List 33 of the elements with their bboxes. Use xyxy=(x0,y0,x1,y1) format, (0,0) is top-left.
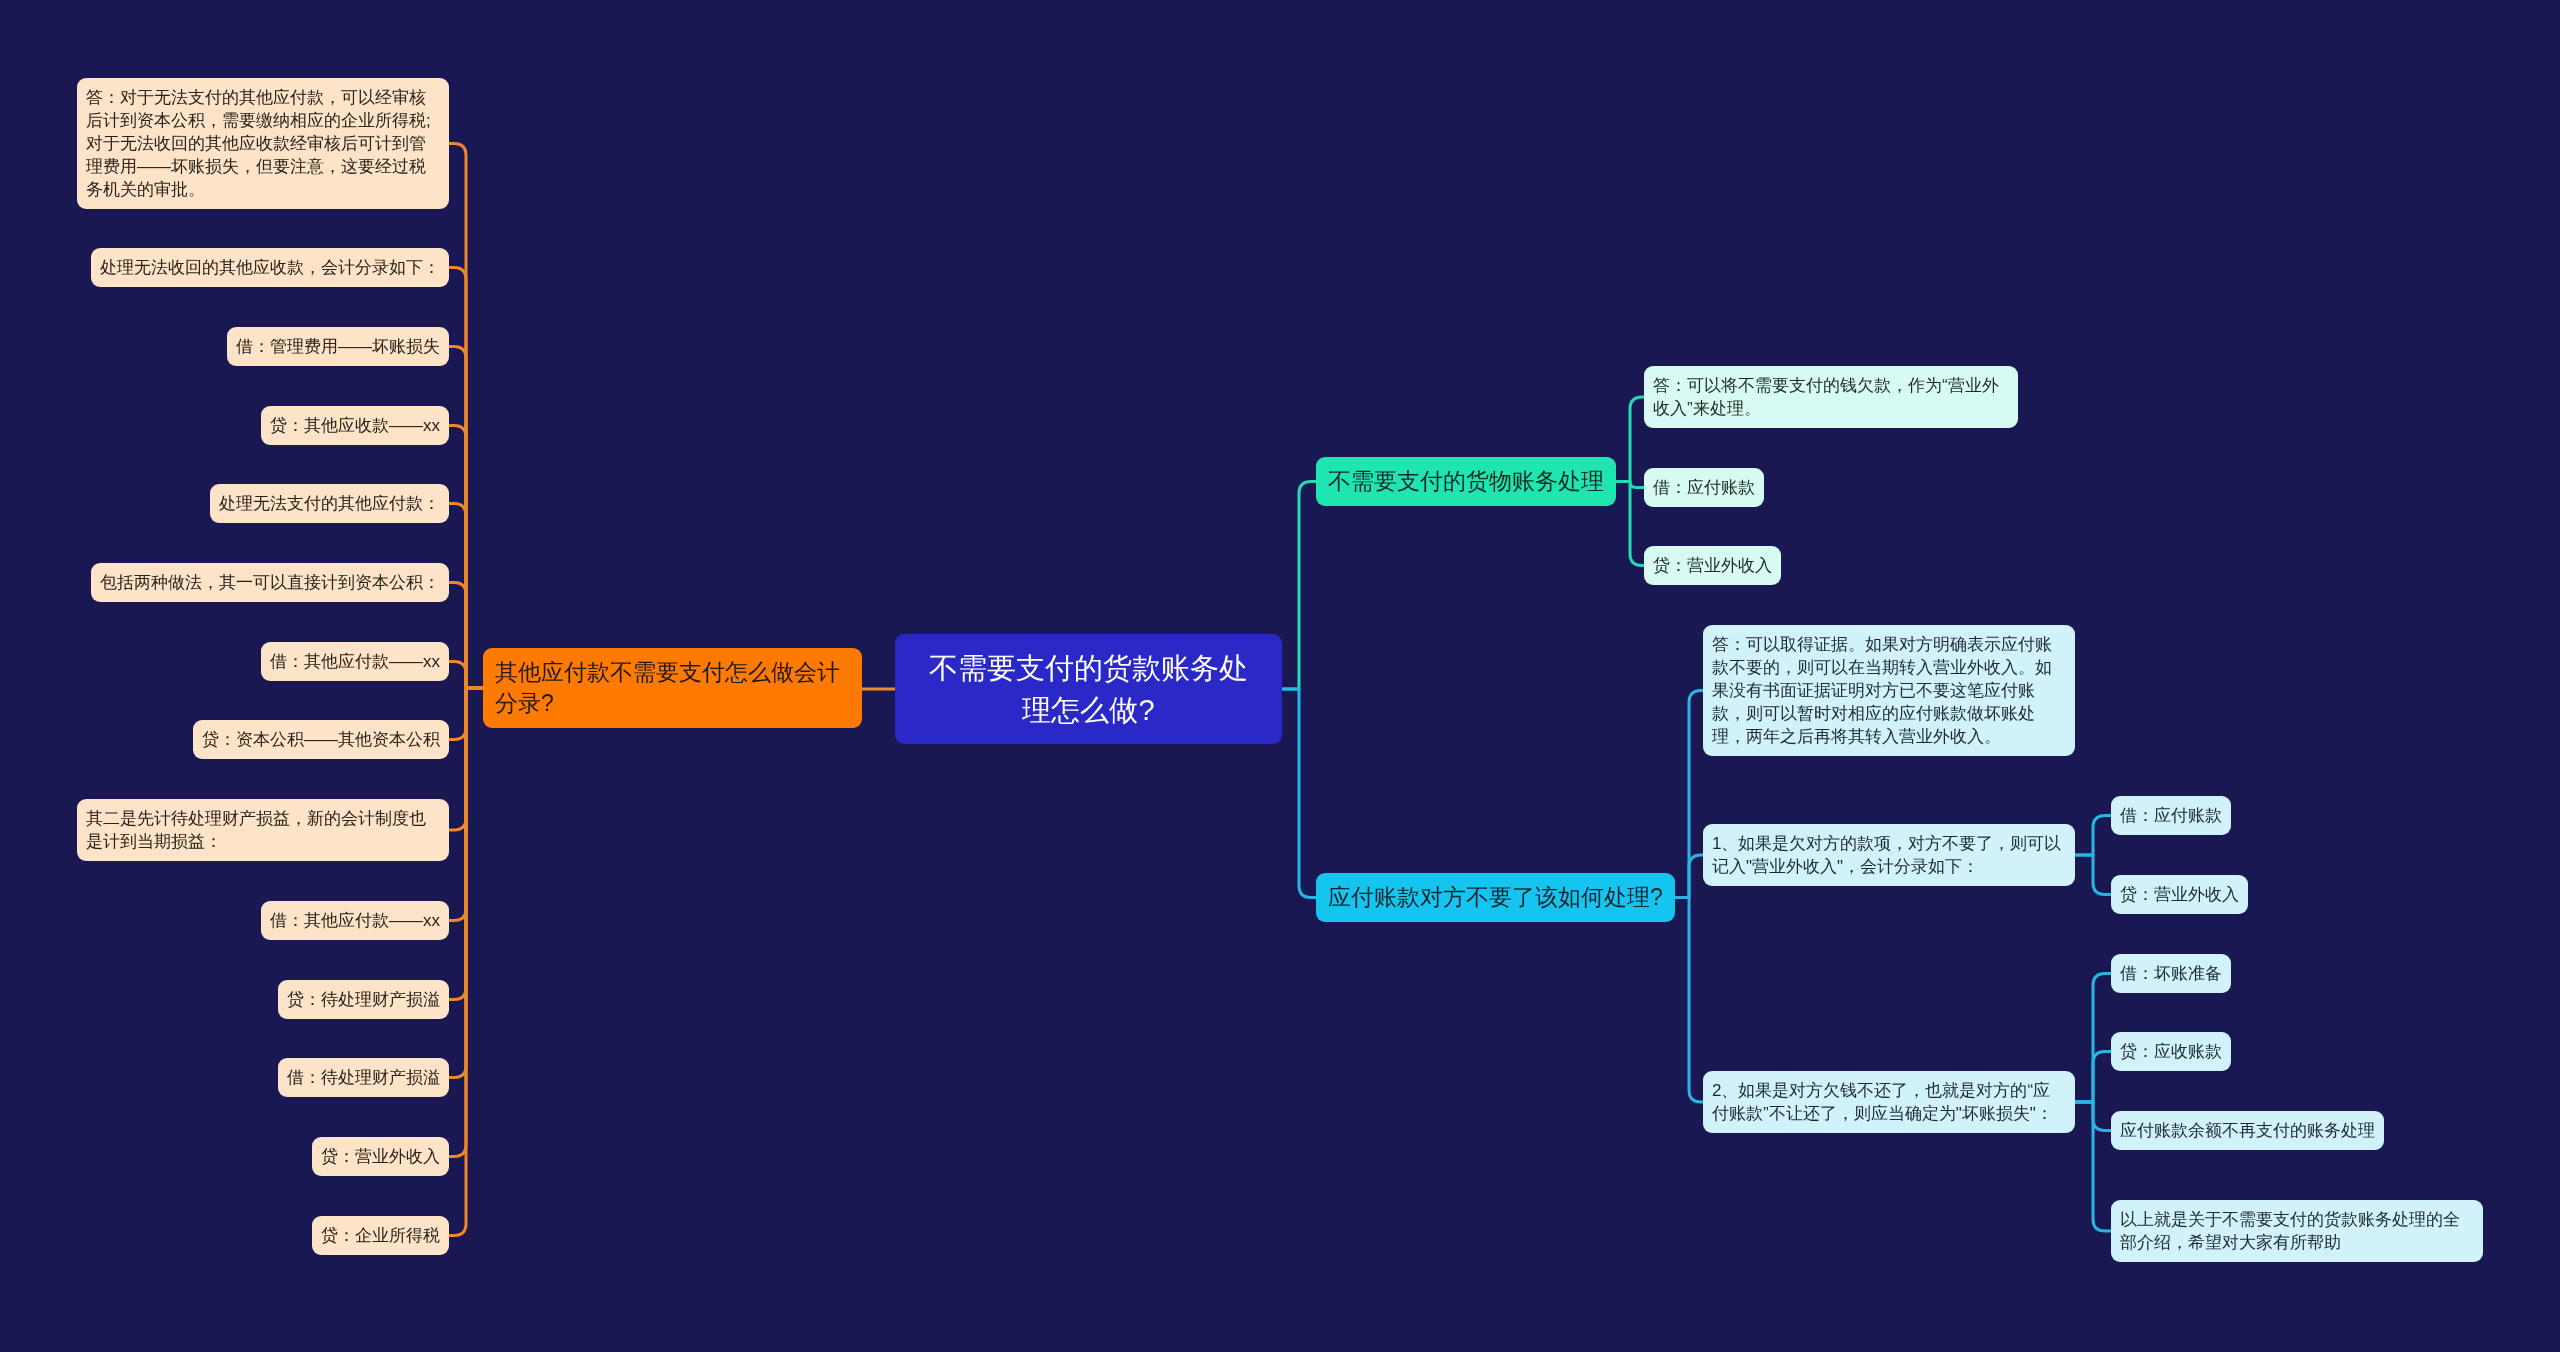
note-box: 贷：营业外收入 xyxy=(312,1137,449,1176)
note-box: 贷：待处理财产损溢 xyxy=(278,980,449,1019)
note-box: 应付账款余额不再支付的账务处理 xyxy=(2111,1111,2384,1150)
note-box: 以上就是关于不需要支付的货款账务处理的全部介绍，希望对大家有所帮助 xyxy=(2111,1200,2483,1262)
note-box: 答：可以将不需要支付的钱欠款，作为“营业外收入”来处理。 xyxy=(1644,366,2018,428)
note-box: 借：其他应付款——xx xyxy=(261,642,449,681)
note-box: 借：应付账款 xyxy=(2111,796,2231,835)
branch-topic-box: 应付账款对方不要了该如何处理? xyxy=(1316,873,1675,922)
branch-topic-box: 不需要支付的货物账务处理 xyxy=(1316,457,1616,506)
note-box: 1、如果是欠对方的款项，对方不要了，则可以记入"营业外收入"，会计分录如下： xyxy=(1703,824,2075,886)
central-topic-box: 不需要支付的货款账务处理怎么做? xyxy=(895,634,1282,744)
note-box: 其二是先计待处理财产损益，新的会计制度也是计到当期损益： xyxy=(77,799,449,861)
note-box: 处理无法支付的其他应付款： xyxy=(210,484,449,523)
note-box: 贷：应收账款 xyxy=(2111,1032,2231,1071)
note-box: 贷：营业外收入 xyxy=(2111,875,2248,914)
note-box: 贷：营业外收入 xyxy=(1644,546,1781,585)
note-box: 包括两种做法，其一可以直接计到资本公积： xyxy=(91,563,449,602)
connector-line xyxy=(2075,1100,2111,1233)
branch-topic-box: 其他应付款不需要支付怎么做会计分录? xyxy=(483,648,862,728)
note-box: 2、如果是对方欠钱不还了，也就是对方的“应付账款”不让还了，则应当确定为"坏账损失"： xyxy=(1703,1071,2075,1133)
note-box: 借：管理费用——坏账损失 xyxy=(227,327,449,366)
connector-line xyxy=(2075,853,2111,896)
note-box: 处理无法收回的其他应收款，会计分录如下： xyxy=(91,248,449,287)
note-box: 答：对于无法支付的其他应付款，可以经审核后计到资本公积，需要缴纳相应的企业所得税;对于无法收回的其他应收款经审核后可计到管理费用——坏账损失，但要注意，这要经过税务机关的审批。 xyxy=(77,78,449,209)
note-box: 答：可以取得证据。如果对方明确表示应付账款不要的，则可以在当期转入营业外收入。如果没有书面证据证明对方已不要这笔应付账款，则可以暂时对相应的应付账款做坏账处理，两年之后再将其转入营业外收入。 xyxy=(1703,625,2075,756)
note-box: 借：应付账款 xyxy=(1644,468,1764,507)
note-box: 借：其他应付款——xx xyxy=(261,901,449,940)
note-box: 贷：其他应收款——xx xyxy=(261,406,449,445)
note-box: 借：坏账准备 xyxy=(2111,954,2231,993)
note-box: 借：待处理财产损溢 xyxy=(278,1058,449,1097)
connector-line xyxy=(862,687,895,691)
note-box: 贷：资本公积——其他资本公积 xyxy=(193,720,449,759)
note-box: 贷：企业所得税 xyxy=(312,1216,449,1255)
